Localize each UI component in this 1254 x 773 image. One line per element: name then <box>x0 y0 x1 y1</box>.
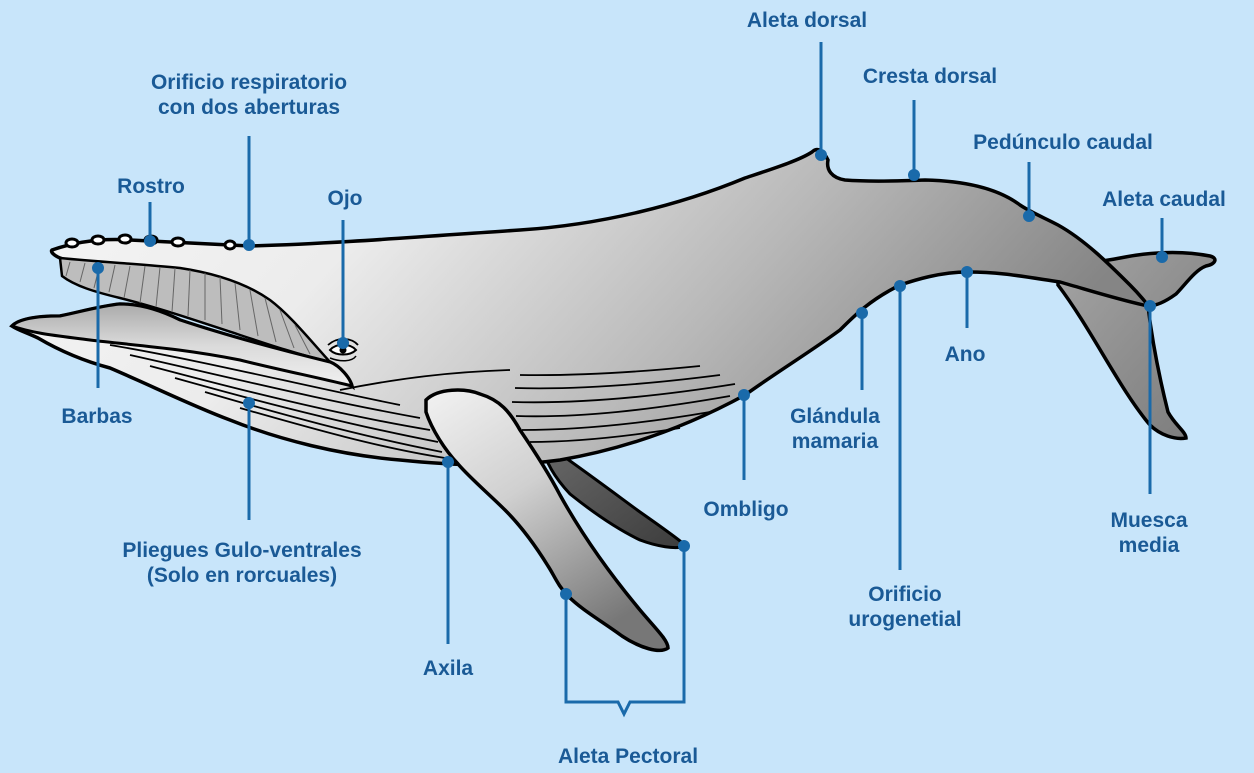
label-glandula-mamaria: Glándula mamaria <box>790 404 880 454</box>
label-cresta-dorsal: Cresta dorsal <box>863 64 997 89</box>
label-text: Ojo <box>328 187 363 210</box>
label-text: (Solo en rorcuales) <box>147 564 337 587</box>
label-text: Ombligo <box>703 498 788 521</box>
label-muesca-media: Muesca media <box>1110 508 1187 558</box>
label-pedunculo-caudal: Pedúnculo caudal <box>973 130 1153 155</box>
label-text: Glándula <box>790 405 880 428</box>
label-orificio-respiratorio: Orificio respiratorio con dos aberturas <box>151 70 347 120</box>
label-text: Muesca <box>1110 509 1187 532</box>
label-aleta-dorsal: Aleta dorsal <box>747 8 867 33</box>
label-text: media <box>1119 534 1180 557</box>
label-rostro: Rostro <box>117 174 185 199</box>
label-text: Aleta dorsal <box>747 9 867 32</box>
label-text: Ano <box>945 343 986 366</box>
label-text: Orificio respiratorio <box>151 71 347 94</box>
label-orificio-urogenetial: Orificio urogenetial <box>848 582 961 632</box>
label-barbas: Barbas <box>61 404 132 429</box>
label-ano: Ano <box>945 342 986 367</box>
label-aleta-pectoral: Aleta Pectoral <box>558 744 698 769</box>
label-text: Aleta caudal <box>1102 188 1226 211</box>
label-text: Orificio <box>868 583 942 606</box>
label-ojo: Ojo <box>328 186 363 211</box>
label-text: Pedúnculo caudal <box>973 131 1153 154</box>
label-text: con dos aberturas <box>158 96 340 119</box>
label-ombligo: Ombligo <box>703 497 788 522</box>
label-text: urogenetial <box>848 608 961 631</box>
label-aleta-caudal: Aleta caudal <box>1102 187 1226 212</box>
label-text: Cresta dorsal <box>863 65 997 88</box>
label-text: Aleta Pectoral <box>558 745 698 768</box>
label-text: Barbas <box>61 405 132 428</box>
label-text: Pliegues Gulo-ventrales <box>122 539 361 562</box>
label-text: mamaria <box>792 430 878 453</box>
label-text: Rostro <box>117 175 185 198</box>
label-text: Axila <box>423 657 473 680</box>
label-pliegues-gulo-ventrales: Pliegues Gulo-ventrales (Solo en rorcual… <box>122 538 361 588</box>
label-axila: Axila <box>423 656 473 681</box>
